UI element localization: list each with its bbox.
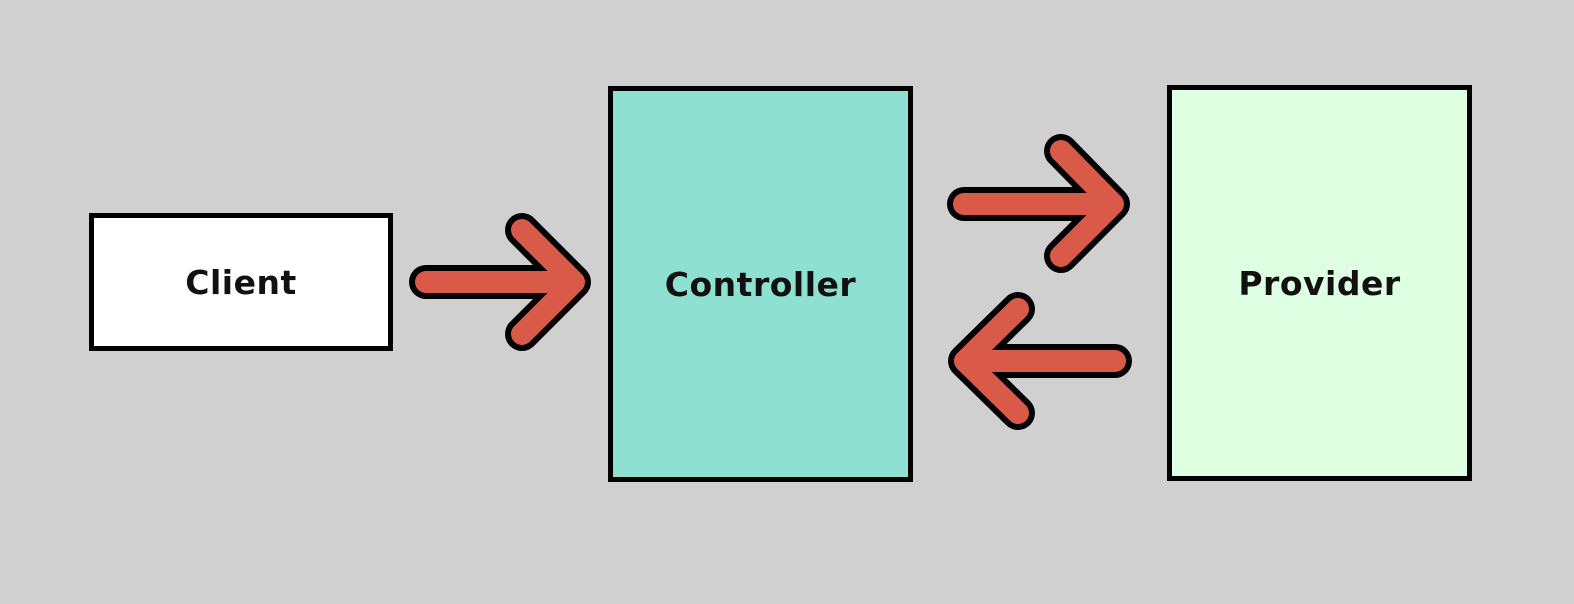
controller-label: Controller: [664, 264, 857, 304]
controller-node: Controller: [608, 86, 913, 482]
provider-label: Provider: [1238, 263, 1401, 303]
provider-node: Provider: [1167, 85, 1472, 481]
client-node: Client: [89, 213, 393, 351]
arrow-client-to-controller: [409, 213, 591, 351]
arrow-controller-to-provider: [947, 134, 1130, 273]
client-label: Client: [185, 262, 297, 302]
arrow-provider-to-controller: [948, 292, 1132, 430]
